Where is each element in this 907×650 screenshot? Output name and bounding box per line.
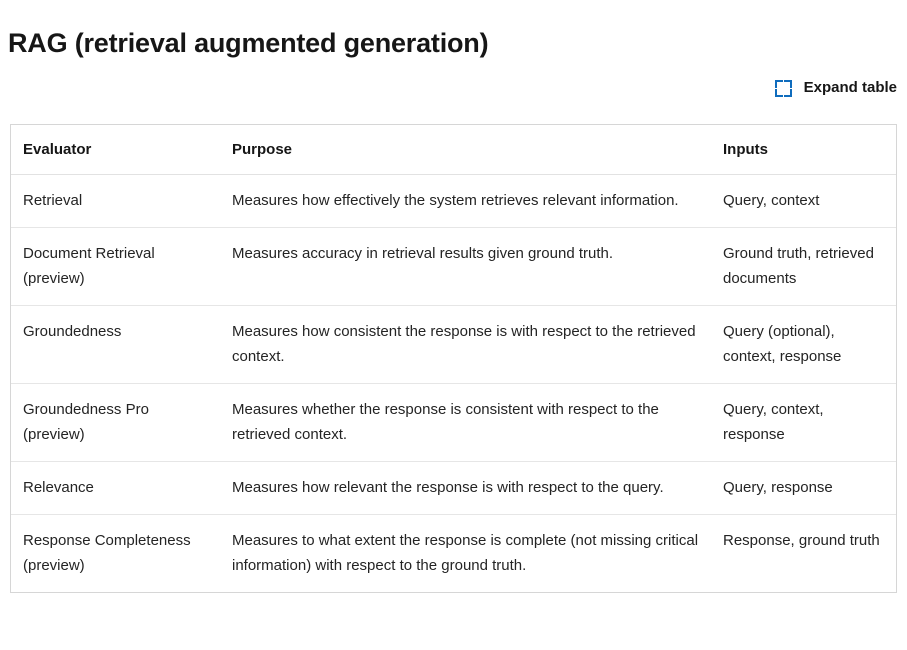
cell-inputs: Query (optional), context, response	[711, 305, 896, 384]
cell-evaluator: Response Completeness (preview)	[23, 532, 191, 574]
cell-purpose: Measures whether the response is consist…	[220, 383, 711, 462]
cell-evaluator: Document Retrieval (preview)	[11, 227, 220, 306]
cell-inputs: Query, context	[711, 174, 896, 228]
column-header-purpose: Purpose	[220, 125, 711, 175]
cell-inputs: Query, response	[711, 461, 896, 515]
cell-evaluator: Retrieval	[11, 174, 220, 228]
expand-table-label: Expand table	[803, 79, 897, 96]
table-header: Evaluator Purpose Inputs	[11, 125, 896, 175]
cell-inputs: Query, context, response	[711, 383, 896, 462]
table-header-row: Evaluator Purpose Inputs	[11, 125, 896, 175]
evaluators-table: Evaluator Purpose Inputs Retrieval Measu…	[11, 125, 896, 592]
expand-corners-icon	[774, 79, 792, 97]
page-title: RAG (retrieval augmented generation)	[8, 28, 489, 59]
cell-evaluator: Groundedness	[11, 305, 220, 384]
cell-evaluator: Relevance	[11, 461, 220, 515]
cell-evaluator: Groundedness Pro (preview)	[11, 383, 220, 462]
cell-purpose: Measures how effectively the system retr…	[220, 174, 711, 228]
cell-purpose: Measures how consistent the response is …	[220, 305, 711, 384]
column-header-evaluator: Evaluator	[11, 125, 220, 175]
evaluators-table-container: Evaluator Purpose Inputs Retrieval Measu…	[10, 124, 897, 593]
cell-inputs: Response, ground truth	[723, 532, 880, 549]
table-row: Retrieval Measures how effectively the s…	[11, 174, 896, 228]
table-row: Groundedness Measures how consistent the…	[11, 305, 896, 384]
expand-table-button[interactable]: Expand table	[774, 78, 897, 98]
table-row: Groundedness Pro (preview) Measures whet…	[11, 383, 896, 462]
table-row: Relevance Measures how relevant the resp…	[11, 461, 896, 515]
cell-inputs: Ground truth, retrieved documents	[711, 227, 896, 306]
cell-purpose: Measures to what extent the response is …	[232, 532, 699, 574]
column-header-inputs: Inputs	[711, 125, 896, 175]
table-row: Response Completeness (preview) Measures…	[11, 515, 896, 593]
table-row: Document Retrieval (preview) Measures ac…	[11, 227, 896, 306]
cell-purpose: Measures accuracy in retrieval results g…	[220, 227, 711, 306]
table-body: Retrieval Measures how effectively the s…	[11, 174, 896, 593]
cell-purpose: Measures how relevant the response is wi…	[220, 461, 711, 515]
